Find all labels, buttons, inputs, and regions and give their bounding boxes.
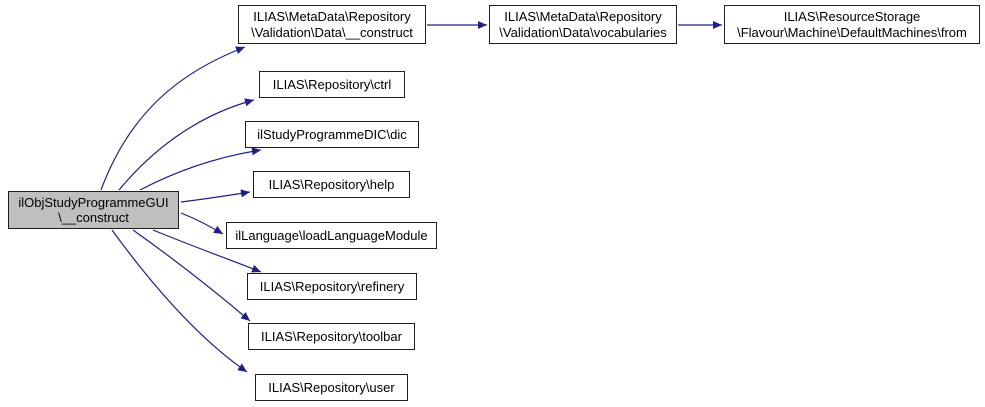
- node-repository-user[interactable]: ILIAS\Repository\user: [255, 374, 408, 401]
- node-repository-ctrl[interactable]: ILIAS\Repository\ctrl: [259, 71, 405, 98]
- node-label-line: ILIAS\MetaData\Repository: [504, 9, 662, 24]
- node-repository-toolbar[interactable]: ILIAS\Repository\toolbar: [248, 323, 415, 350]
- edge-construct-to-ctrl: [118, 98, 255, 191]
- node-label-line: ILIAS\Repository\toolbar: [261, 328, 402, 344]
- node-label-line: \Flavour\Machine\DefaultMachines\from: [737, 24, 967, 40]
- edge-construct-to-metadata-construct: [100, 46, 246, 191]
- node-label-line: ilObjStudyProgrammeGUI: [18, 194, 169, 210]
- node-label-line: \Validation\Data\__construct: [251, 24, 413, 40]
- node-ilobjstudyprogrammegui-construct[interactable]: ilObjStudyProgrammeGUI \__construct: [8, 191, 179, 229]
- node-illanguage-loadlanguagemodule[interactable]: ilLanguage\loadLanguageModule: [226, 222, 437, 249]
- node-metadata-validation-data-construct[interactable]: ILIAS\MetaData\Repository \Validation\Da…: [238, 5, 426, 44]
- node-label-line: ilStudyProgrammeDIC\dic: [257, 126, 407, 142]
- node-label-line: ILIAS\Repository\ctrl: [272, 76, 392, 92]
- node-label-line: \__construct: [58, 210, 129, 225]
- node-label-line: \Validation\Data\vocabularies: [499, 24, 667, 40]
- node-label-line: ILIAS\Repository\user: [268, 379, 395, 395]
- node-resourcestorage-defaultmachines-from[interactable]: ILIAS\ResourceStorage \Flavour\Machine\D…: [724, 5, 980, 44]
- node-studyprogrammedic-dic[interactable]: ilStudyProgrammeDIC\dic: [245, 121, 419, 148]
- edge-construct-to-dic: [139, 147, 262, 191]
- edge-construct-to-loadlanguagemodule: [180, 212, 224, 235]
- node-repository-refinery[interactable]: ILIAS\Repository\refinery: [247, 273, 417, 300]
- node-label-line: ilLanguage\loadLanguageModule: [235, 227, 428, 243]
- edge-construct-to-user: [111, 229, 248, 373]
- node-label-line: ILIAS\Repository\refinery: [259, 278, 405, 294]
- node-metadata-validation-data-vocabularies[interactable]: ILIAS\MetaData\Repository \Validation\Da…: [489, 5, 677, 44]
- node-label-line: ILIAS\MetaData\Repository: [253, 9, 411, 24]
- node-repository-help[interactable]: ILIAS\Repository\help: [253, 171, 410, 198]
- node-label-line: ILIAS\ResourceStorage: [783, 9, 921, 24]
- edge-construct-to-help: [180, 189, 251, 203]
- node-label-line: ILIAS\Repository\help: [268, 176, 395, 192]
